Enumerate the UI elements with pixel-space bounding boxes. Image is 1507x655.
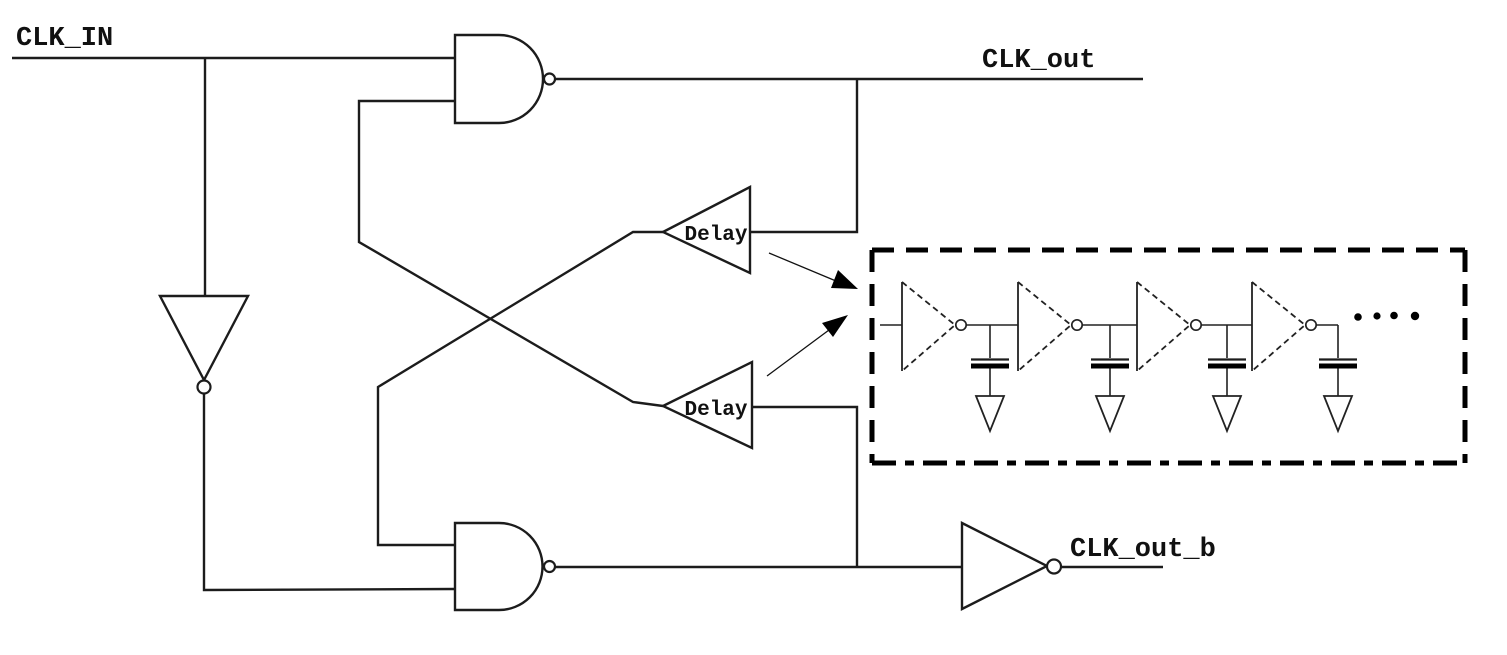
delay-buffer-bottom (660, 360, 754, 450)
wires (12, 56, 1163, 592)
nand-gate-bottom-bubble-icon (542, 559, 557, 574)
chain-inverter-1-slants (901, 281, 957, 372)
callout-arrow-bottom-line (766, 329, 830, 377)
clk-out-label: CLK_out (982, 46, 1095, 76)
output-inverter (960, 521, 1050, 611)
input-inverter-bubble-icon (196, 379, 212, 395)
input-inverter (158, 294, 250, 383)
chain-inverter-4-bubble-icon (1304, 318, 1318, 332)
gates (158, 33, 1063, 612)
load-capacitor-1 (971, 325, 1009, 434)
inverter-chain (880, 281, 1420, 434)
callout-arrows (766, 252, 858, 377)
chain-inverter-3-bubble-icon (1189, 318, 1203, 332)
continuation-dots-icon (1354, 311, 1420, 321)
chain-inverter-1-bubble-icon (954, 318, 968, 332)
chain-inverter-2-bubble-icon (1070, 318, 1084, 332)
delay-buffer-top (660, 185, 752, 275)
clk-in-label: CLK_IN (16, 24, 113, 54)
delay-top-label: Delay (684, 224, 747, 247)
chain-inverter-3-slants (1136, 281, 1192, 372)
callout-arrow-bottom-head-icon (822, 315, 848, 337)
output-inverter-bubble-icon (1045, 558, 1063, 575)
nand-gate-top (453, 33, 545, 125)
delay-top-to-nand-bottom-wire (376, 230, 663, 547)
load-capacitor-3 (1208, 325, 1246, 434)
text-labels: CLK_IN CLK_out CLK_out_b Delay Delay (16, 24, 1216, 565)
load-capacitor-2 (1091, 325, 1129, 434)
load-capacitor-4 (1319, 325, 1357, 434)
chain-inverter-4-slants (1251, 281, 1307, 372)
clk-out-b-to-delay-bottom-wire (752, 405, 859, 567)
callout-arrow-top-head-icon (831, 270, 858, 289)
ground-symbol-3 (1211, 395, 1243, 434)
nand-gate-bottom (453, 521, 544, 612)
ground-symbol-1 (974, 395, 1006, 434)
delay-bottom-to-nand-top-wire (357, 99, 664, 408)
callout-arrow-top-line (768, 252, 837, 282)
ground-symbol-2 (1094, 395, 1126, 434)
clk-out-b-label: CLK_out_b (1070, 535, 1216, 565)
delay-detail-box (869, 247, 1468, 466)
delay-bottom-label: Delay (684, 399, 747, 422)
chain-inverter-2-slants (1017, 281, 1073, 372)
ground-symbol-4 (1322, 395, 1354, 434)
nand-gate-top-bubble-icon (542, 72, 557, 86)
clk-out-to-delay-top-wire (750, 79, 859, 234)
inverter-to-nand-bottom-wire (202, 394, 456, 592)
